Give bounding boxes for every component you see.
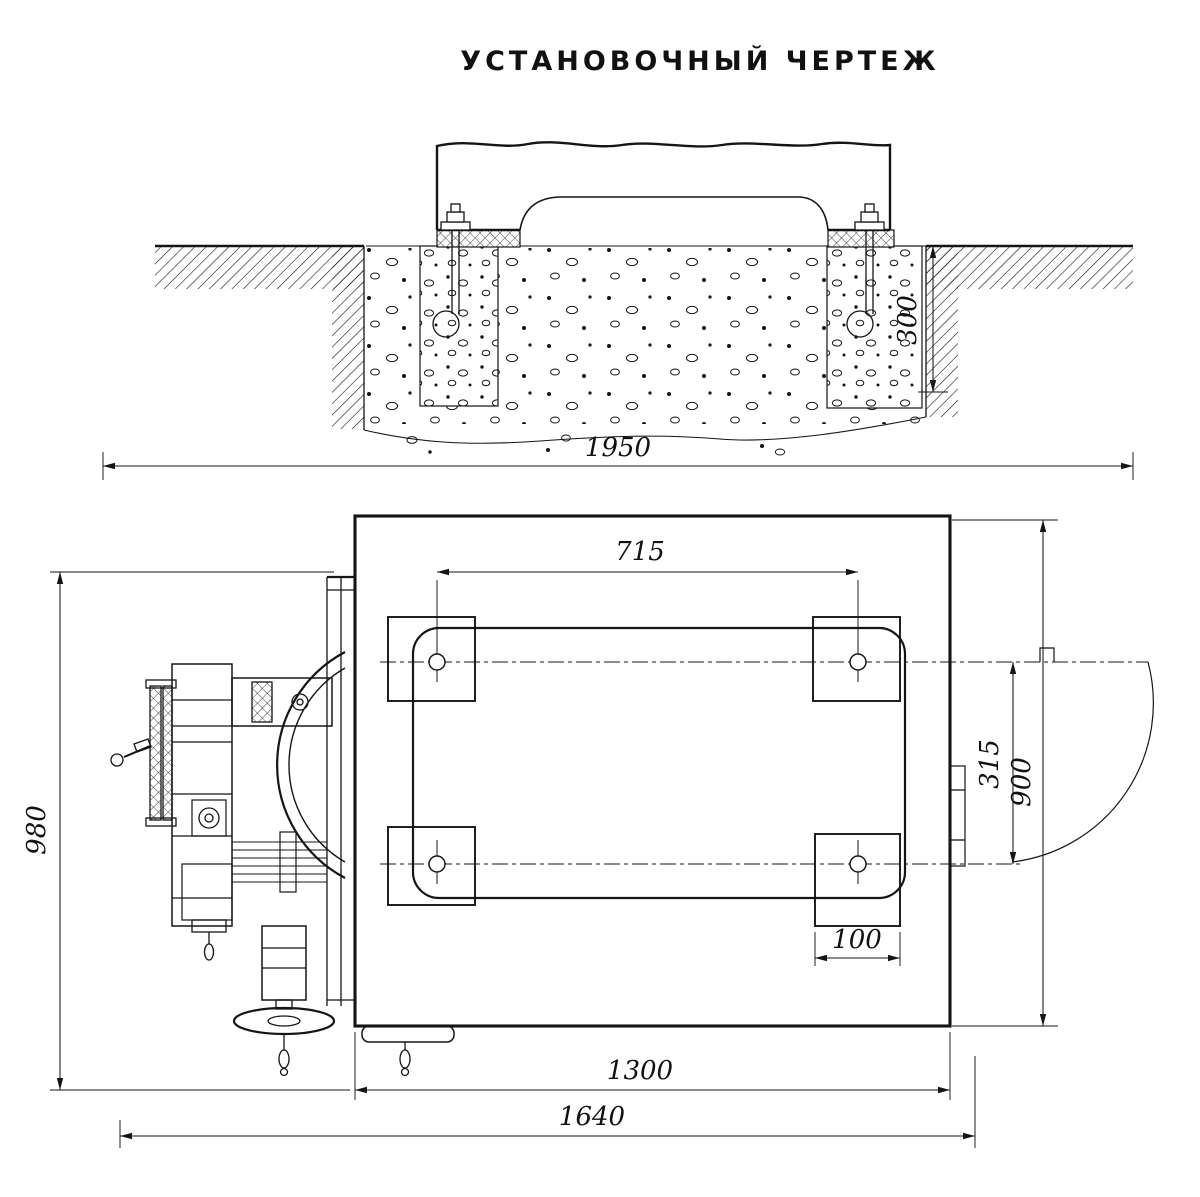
dim-overall-width: 1950 [102,433,1134,480]
machine-base-section [435,141,892,232]
dim-overall-length: 1640 [119,1056,976,1148]
dim-label-1300: 1300 [607,1056,673,1086]
anchor-bolt-left [432,203,471,338]
dim-pad-width: 100 [814,925,901,966]
anchor-bolt-right [846,203,885,338]
bed-foot [361,1025,455,1077]
dim-rear-anchor-span: 315 [975,662,1017,864]
dim-label-980: 980 [22,805,52,855]
ground-hatch [155,244,1133,429]
base-plate [380,616,1148,927]
dim-anchor-depth: 300 [893,246,948,393]
dim-label-300: 300 [893,295,923,345]
dim-label-100: 100 [832,925,882,955]
section-view [155,141,1133,456]
grout-pads [436,229,895,248]
door-swing-arc [1011,647,1154,863]
dim-label-1640: 1640 [559,1102,625,1132]
dim-front-anchor-span: 715 [436,537,859,644]
page-title: УСТАНОВОЧНЫЙ ЧЕРТЕЖ [460,45,939,77]
dim-overhang: 980 [22,571,350,1091]
anchor-footing-right [826,245,923,409]
dim-plan-depth: 900 [952,519,1058,1027]
dim-base-length: 1300 [354,1032,951,1100]
dim-label-900: 900 [1007,757,1037,807]
dim-label-715: 715 [615,537,665,567]
machine-plan-silhouette [110,575,356,1077]
dim-label-315: 315 [975,739,1005,789]
plan-view [110,514,1154,1077]
right-bracket [949,765,966,867]
dim-label-1950: 1950 [585,433,651,463]
